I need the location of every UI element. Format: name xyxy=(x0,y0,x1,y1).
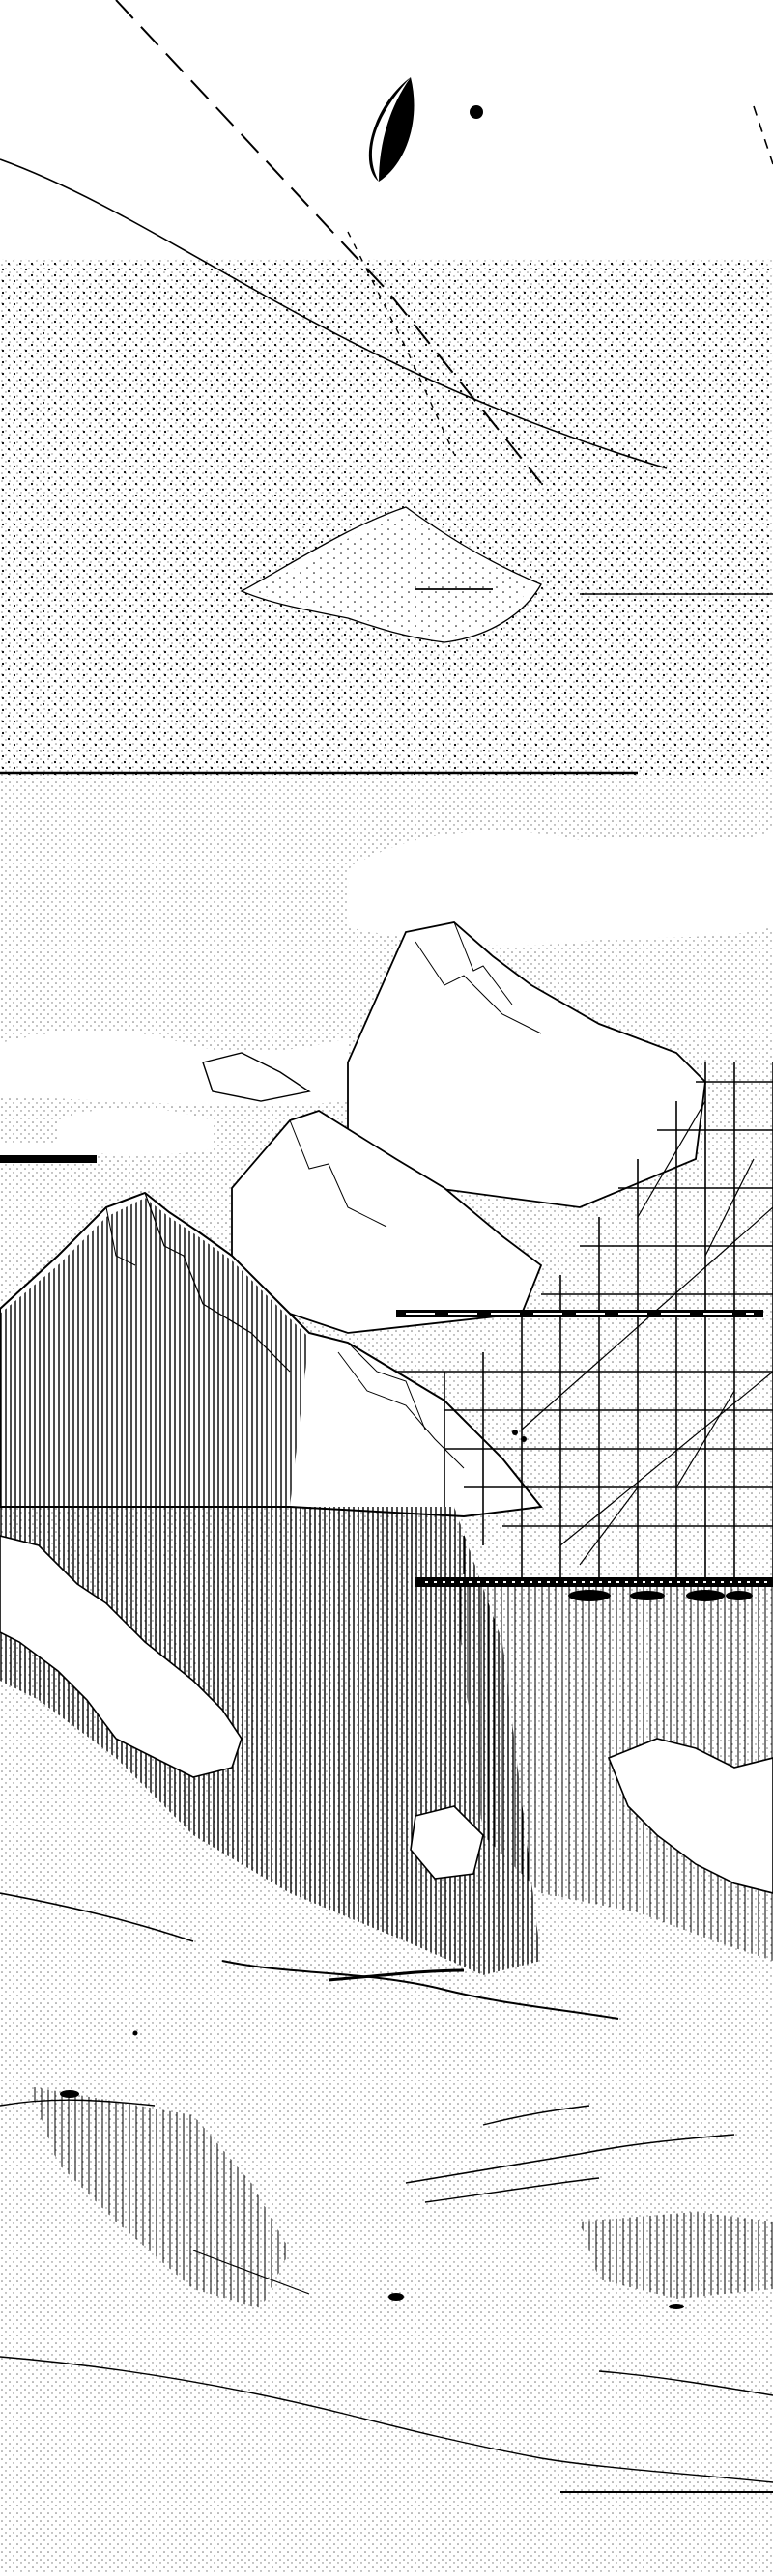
dotted-cloud-island xyxy=(240,506,542,643)
crescent-moon xyxy=(368,77,415,182)
wavy-contour-lines xyxy=(0,1892,773,2493)
left-ledge xyxy=(0,1155,97,1163)
scattered-marks xyxy=(60,1430,684,2309)
horizontal-bridge-platform xyxy=(415,1577,773,1601)
grid-building-structure xyxy=(396,1062,773,1579)
foreground-rocks xyxy=(0,1535,773,1894)
vertical-hatching-waterfall xyxy=(0,1198,773,2308)
star-dot xyxy=(470,105,483,119)
horizontal-beam xyxy=(396,1310,763,1317)
